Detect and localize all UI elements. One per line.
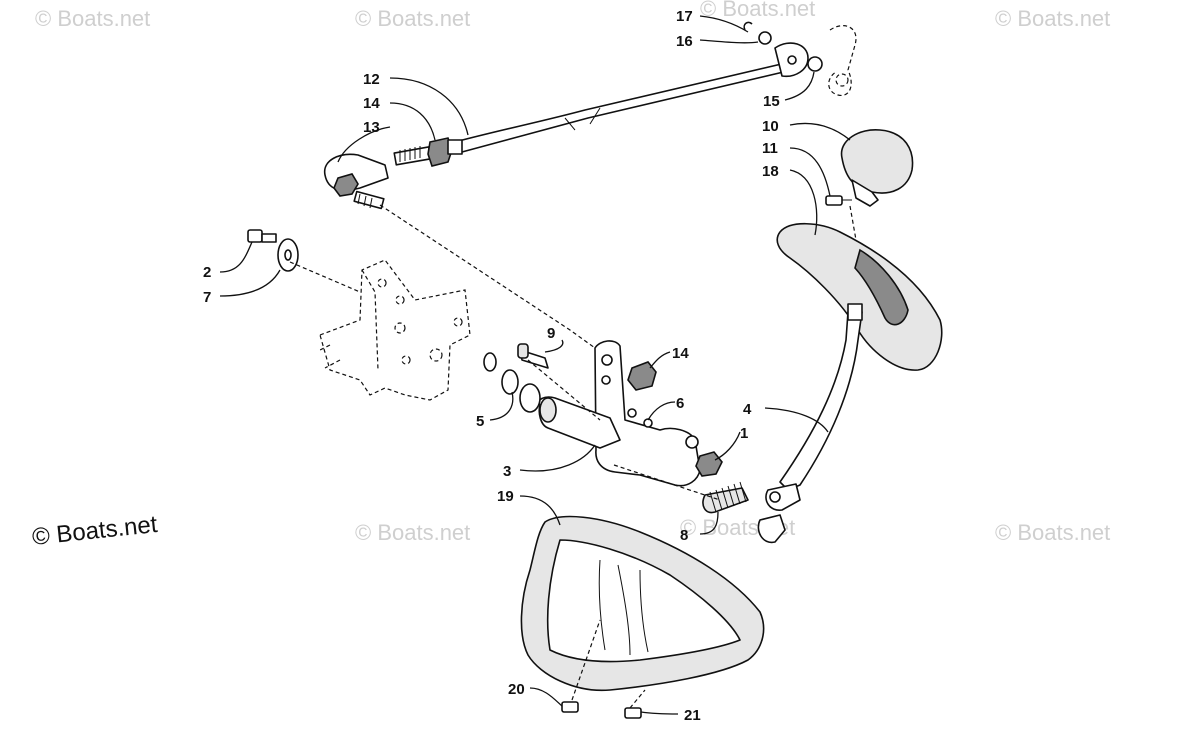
callout-4: 4 (743, 401, 752, 418)
callout-5: 5 (476, 413, 484, 430)
watermark-main: © Boats.net (31, 511, 159, 551)
callout-3: 3 (503, 463, 511, 480)
callout-19: 19 (497, 488, 514, 505)
watermark-top-center: © Boats.net (355, 6, 470, 31)
callout-14-top: 14 (363, 95, 380, 112)
watermark-top-right: © Boats.net (995, 6, 1110, 31)
rod-threaded-end (393, 137, 463, 167)
callout-11: 11 (762, 140, 778, 157)
callout-7: 7 (203, 289, 211, 306)
callout-16: 16 (676, 33, 693, 50)
callout-8: 8 (680, 527, 688, 544)
callout-17: 17 (676, 8, 693, 25)
callout-2: 2 (203, 264, 211, 281)
callout-6: 6 (676, 395, 684, 412)
callout-13: 13 (363, 119, 380, 136)
callout-21: 21 (684, 707, 701, 724)
callout-labels: 17 16 15 12 14 13 10 11 18 2 7 9 14 6 4 … (203, 8, 780, 724)
bolt-and-washer (247, 229, 299, 272)
shift-rod-clevis (743, 21, 857, 96)
watermark-top-left: © Boats.net (35, 6, 150, 31)
watermark-mid-center: © Boats.net (355, 520, 470, 545)
watermark-mid-right: © Boats.net (995, 520, 1110, 545)
watermark-group: © Boats.net © Boats.net © Boats.net © Bo… (31, 0, 1110, 551)
shift-knob (840, 129, 914, 207)
washers-and-pins (483, 343, 723, 477)
watermark-top-right-center: © Boats.net (700, 0, 815, 21)
frame-bracket-phantom (319, 259, 471, 401)
callout-15: 15 (763, 93, 780, 110)
callout-10: 10 (762, 118, 779, 135)
shift-handle-grip (776, 222, 943, 371)
alignment-lines (289, 204, 857, 709)
callout-14-mid: 14 (672, 345, 689, 362)
leader-lines (219, 15, 851, 715)
callout-1: 1 (740, 425, 748, 442)
ball-joint (324, 153, 389, 210)
callout-18: 18 (762, 163, 779, 180)
return-spring (702, 481, 749, 514)
callout-12: 12 (363, 71, 380, 88)
boot-screws (561, 701, 642, 719)
shift-boot (520, 515, 765, 692)
shift-rod (454, 61, 793, 153)
callout-9: 9 (547, 325, 555, 342)
callout-20: 20 (508, 681, 525, 698)
pivot-bracket (537, 340, 701, 487)
shift-lever (757, 303, 863, 544)
knob-screw (825, 195, 852, 206)
